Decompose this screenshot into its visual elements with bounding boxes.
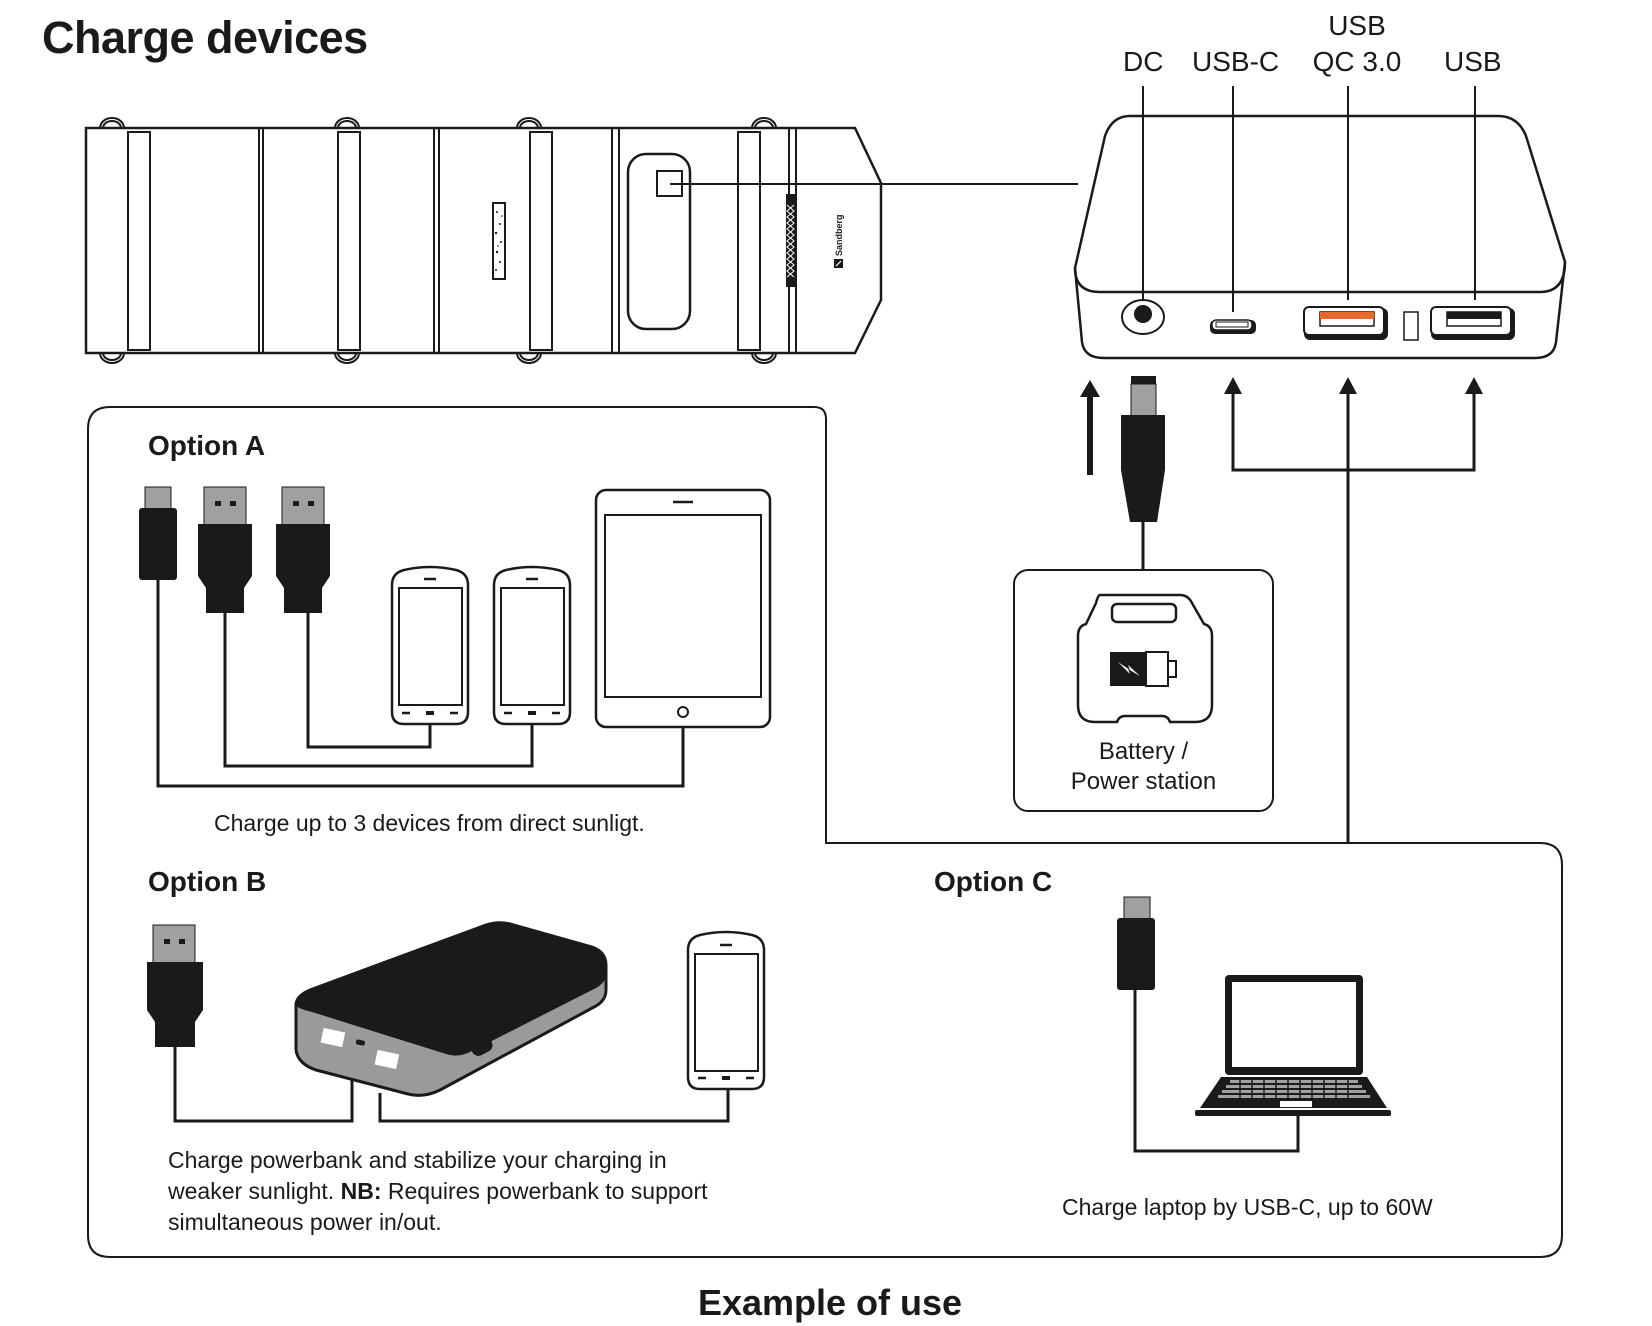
option-b-nb-label: NB:	[340, 1178, 382, 1204]
smartphone-icon	[492, 565, 572, 726]
usb-qc-port-icon	[1303, 306, 1388, 340]
option-c-cable	[1133, 990, 1300, 1153]
option-c-caption: Charge laptop by USB-C, up to 60W	[1062, 1194, 1433, 1220]
option-c-heading: Option C	[934, 866, 1053, 897]
led-indicator	[1403, 311, 1419, 341]
zipper-strip	[786, 194, 795, 287]
battery-label-line1: Battery /	[1098, 738, 1189, 765]
usb-a-plug-icon	[198, 486, 252, 613]
options-frame	[87, 406, 1563, 1258]
page-title: Charge devices	[42, 12, 368, 63]
hub-device	[1073, 114, 1567, 360]
battery-charge-icon	[1110, 651, 1177, 687]
arrow-usb-qc-icon	[1339, 377, 1357, 394]
option-a-heading: Option A	[148, 430, 266, 461]
smartphone-icon	[390, 565, 470, 726]
option-b-caption: Charge powerbank and stabilize your char…	[168, 1145, 708, 1238]
option-b-heading: Option B	[148, 866, 267, 897]
option-c-illustration	[1117, 896, 1391, 1153]
qc-accent-bar	[1320, 312, 1374, 319]
port-label-usb-qc-line2: QC 3.0	[1312, 46, 1402, 77]
dc-plug-icon	[1121, 376, 1165, 570]
solar-panel	[84, 117, 883, 364]
option-a-illustration	[139, 486, 772, 788]
panel-label-strip	[492, 202, 506, 280]
hanging-loops	[99, 117, 777, 364]
port-label-usb-qc-line1: USB	[1328, 10, 1386, 41]
dc-port-icon	[1121, 299, 1165, 335]
powerbank-icon	[294, 921, 608, 1097]
speckles	[494, 211, 503, 271]
sandberg-logo-text: Sandberg	[834, 214, 844, 256]
laptop-icon	[1195, 975, 1391, 1116]
port-label-usb: USB	[1444, 46, 1502, 77]
usb-port-icon	[1430, 306, 1515, 340]
smartphone-icon	[686, 930, 766, 1091]
sandberg-logo: Sandberg	[834, 214, 844, 268]
port-label-dc: DC	[1123, 46, 1164, 77]
option-b-caption-line2: weaker sunlight. NB: Requires powerbank …	[168, 1176, 708, 1207]
option-b-cables	[173, 1047, 730, 1123]
port-label-usb-c: USB-C	[1192, 46, 1280, 77]
usb-a-plug-icon	[276, 486, 330, 613]
port-leader-lines	[1142, 86, 1476, 312]
option-b-illustration	[147, 921, 766, 1123]
option-a-caption: Charge up to 3 devices from direct sunli…	[214, 810, 645, 836]
output-arrows	[1231, 390, 1476, 843]
usb-c-plug-icon	[1117, 896, 1155, 990]
tablet-icon	[594, 488, 772, 729]
option-b-caption-line2-post: Requires powerbank to support	[381, 1178, 708, 1204]
battery-label-line2: Power station	[1070, 768, 1217, 795]
usb-a-plug-icon	[147, 924, 203, 1047]
option-b-caption-line1: Charge powerbank and stabilize your char…	[168, 1147, 667, 1173]
option-a-cables	[156, 580, 685, 788]
arrow-usb-c-icon	[1224, 377, 1242, 394]
option-b-caption-line3: simultaneous power in/out.	[168, 1209, 442, 1235]
option-b-caption-line2-pre: weaker sunlight.	[168, 1178, 341, 1204]
input-arrow-icon	[1080, 380, 1100, 475]
arrow-usb-icon	[1465, 377, 1483, 394]
footer-title: Example of use	[697, 1282, 963, 1323]
usb-c-port-icon	[1210, 319, 1256, 334]
usb-c-plug-icon	[139, 486, 177, 580]
